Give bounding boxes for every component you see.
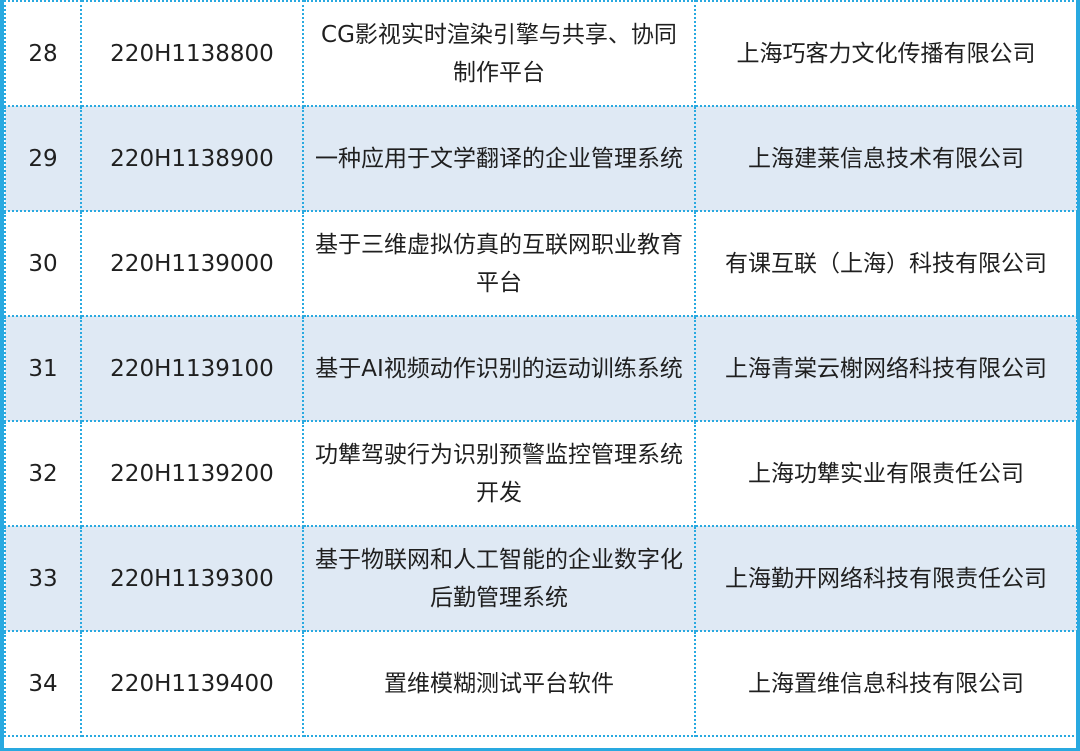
project-name: 功犨驾驶行为识别预警监控管理系统开发 xyxy=(315,441,683,506)
table-row: 32 220H1139200 功犨驾驶行为识别预警监控管理系统开发 上海功犨实业… xyxy=(4,420,1078,527)
row-number: 30 xyxy=(4,210,82,317)
company-cell: 上海建莱信息技术有限公司 xyxy=(694,105,1078,212)
project-code: 220H1139100 xyxy=(80,315,304,422)
row-number: 32 xyxy=(4,420,82,527)
project-name-cell: 置维模糊测试平台软件 xyxy=(302,630,696,737)
company-name: 上海青棠云榭网络科技有限公司 xyxy=(725,355,1047,382)
row-number: 28 xyxy=(4,0,82,107)
table-row: 33 220H1139300 基于物联网和人工智能的企业数字化后勤管理系统 上海… xyxy=(4,525,1078,632)
project-code: 220H1139300 xyxy=(80,525,304,632)
row-number: 29 xyxy=(4,105,82,212)
project-name: 基于物联网和人工智能的企业数字化后勤管理系统 xyxy=(315,546,683,611)
project-name-cell: 基于三维虚拟仿真的互联网职业教育平台 xyxy=(302,210,696,317)
table-row: 29 220H1138900 一种应用于文学翻译的企业管理系统 上海建莱信息技术… xyxy=(4,105,1078,212)
project-code: 220H1139400 xyxy=(80,630,304,737)
table-row: 34 220H1139400 置维模糊测试平台软件 上海置维信息科技有限公司 xyxy=(4,630,1078,737)
company-cell: 上海勤开网络科技有限责任公司 xyxy=(694,525,1078,632)
project-name-cell: CG影视实时渲染引擎与共享、协同制作平台 xyxy=(302,0,696,107)
project-code: 220H1139200 xyxy=(80,420,304,527)
project-name: 一种应用于文学翻译的企业管理系统 xyxy=(315,145,683,172)
company-cell: 上海巧客力文化传播有限公司 xyxy=(694,0,1078,107)
company-cell: 上海青棠云榭网络科技有限公司 xyxy=(694,315,1078,422)
company-name: 上海巧客力文化传播有限公司 xyxy=(736,40,1036,67)
project-code: 220H1139000 xyxy=(80,210,304,317)
row-number: 31 xyxy=(4,315,82,422)
company-name: 上海置维信息科技有限公司 xyxy=(748,670,1024,697)
company-cell: 有课互联（上海）科技有限公司 xyxy=(694,210,1078,317)
row-number: 33 xyxy=(4,525,82,632)
company-cell: 上海功犨实业有限责任公司 xyxy=(694,420,1078,527)
project-table: 28 220H1138800 CG影视实时渲染引擎与共享、协同制作平台 上海巧客… xyxy=(4,0,1078,737)
project-name: 置维模糊测试平台软件 xyxy=(384,670,614,697)
project-table-frame: 28 220H1138800 CG影视实时渲染引擎与共享、协同制作平台 上海巧客… xyxy=(4,0,1078,751)
project-name: 基于AI视频动作识别的运动训练系统 xyxy=(315,355,683,382)
project-name-cell: 一种应用于文学翻译的企业管理系统 xyxy=(302,105,696,212)
table-row: 30 220H1139000 基于三维虚拟仿真的互联网职业教育平台 有课互联（上… xyxy=(4,210,1078,317)
project-name: CG影视实时渲染引擎与共享、协同制作平台 xyxy=(321,21,677,86)
project-code: 220H1138800 xyxy=(80,0,304,107)
table-row: 28 220H1138800 CG影视实时渲染引擎与共享、协同制作平台 上海巧客… xyxy=(4,0,1078,107)
company-name: 上海建莱信息技术有限公司 xyxy=(748,145,1024,172)
project-name-cell: 基于物联网和人工智能的企业数字化后勤管理系统 xyxy=(302,525,696,632)
project-code: 220H1138900 xyxy=(80,105,304,212)
table-row: 31 220H1139100 基于AI视频动作识别的运动训练系统 上海青棠云榭网… xyxy=(4,315,1078,422)
row-number: 34 xyxy=(4,630,82,737)
project-name-cell: 基于AI视频动作识别的运动训练系统 xyxy=(302,315,696,422)
company-cell: 上海置维信息科技有限公司 xyxy=(694,630,1078,737)
company-name: 上海勤开网络科技有限责任公司 xyxy=(725,565,1047,592)
bottom-border xyxy=(0,748,1080,751)
project-name-cell: 功犨驾驶行为识别预警监控管理系统开发 xyxy=(302,420,696,527)
company-name: 上海功犨实业有限责任公司 xyxy=(748,460,1024,487)
project-name: 基于三维虚拟仿真的互联网职业教育平台 xyxy=(315,231,683,296)
company-name: 有课互联（上海）科技有限公司 xyxy=(725,250,1047,277)
